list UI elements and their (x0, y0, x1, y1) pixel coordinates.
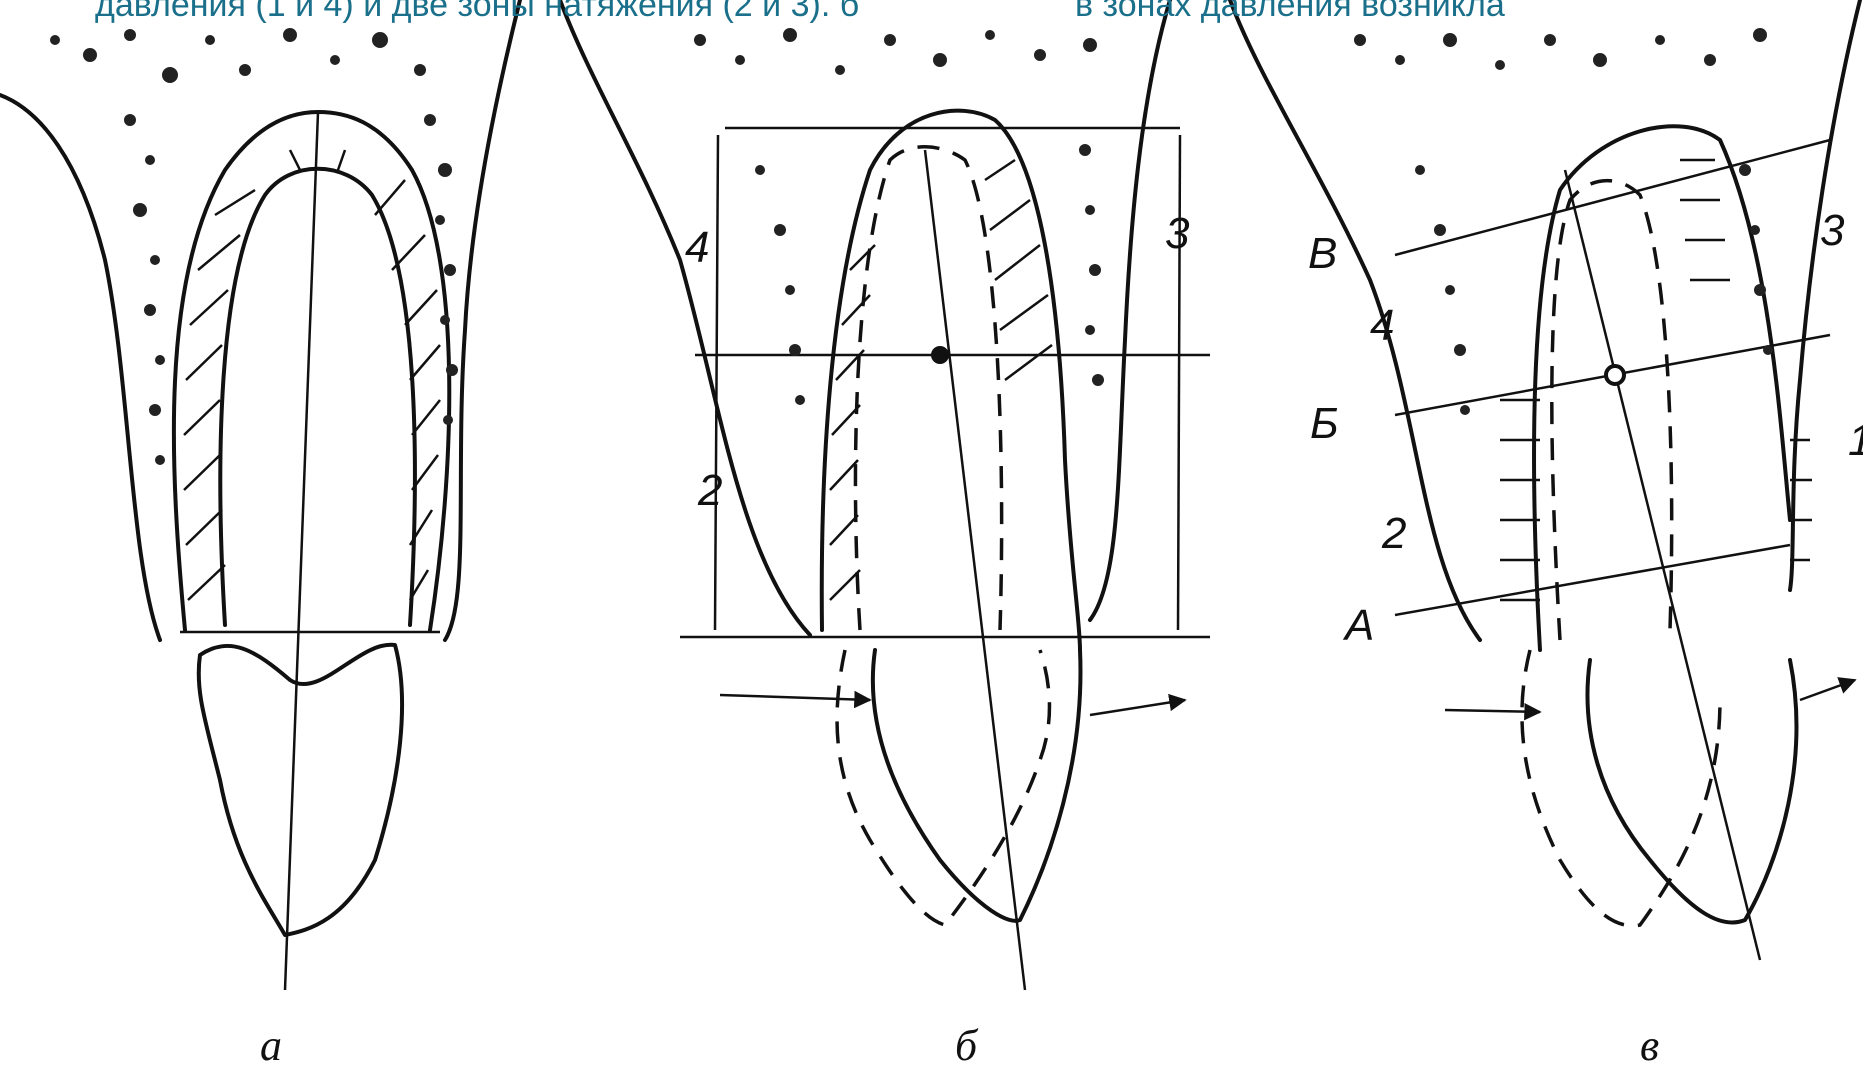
force-arrow-right-b (1090, 700, 1185, 715)
tooth-axis-a (285, 112, 318, 990)
socket-outline (174, 112, 449, 630)
panel-letter-v: в (1640, 1021, 1659, 1070)
rotation-center-b (931, 346, 949, 364)
periodontal-hatching-b (830, 160, 1052, 600)
line-v (1395, 140, 1830, 255)
crown-outline (199, 645, 402, 935)
line-a (1395, 545, 1790, 615)
panel-letter-a: а (260, 1021, 282, 1070)
zone-label-4-b: 4 (685, 223, 709, 272)
panel-b: 4 3 2 б (560, 0, 1210, 1070)
point-label-a: А (1342, 601, 1374, 650)
tooth-axis-v (1565, 170, 1760, 960)
displaced-crown-outline-v (1588, 660, 1797, 923)
zone-label-3-v: 3 (1820, 206, 1845, 255)
force-arrow-left-b (720, 695, 870, 700)
root-outline (220, 169, 415, 625)
bone-texture-a (50, 28, 458, 465)
alveolar-bone-left-wall-b (560, 0, 810, 635)
tooth-axis-b (925, 150, 1025, 990)
zone-label-4-v: 4 (1370, 301, 1394, 350)
rotation-center-v (1606, 366, 1624, 384)
zone-label-1-v: 1 (1848, 416, 1863, 465)
original-crown-outline (837, 650, 1049, 925)
panel-letter-b: б (955, 1021, 979, 1070)
alveolar-bone-right-wall (445, 0, 520, 640)
alveolar-bone-right-wall-b (1090, 0, 1170, 620)
original-root-outline (855, 147, 1001, 630)
panel-a: а (0, 0, 520, 1070)
point-label-b: Б (1310, 399, 1339, 448)
bone-texture-b (694, 28, 1104, 405)
zone-label-3-b: 3 (1165, 209, 1190, 258)
displaced-root-outline (822, 111, 1080, 650)
alveolar-bone-right-wall-v (1790, 0, 1860, 590)
force-arrow-right-v (1800, 680, 1855, 700)
alveolar-bone-left-wall (0, 95, 160, 640)
original-crown-outline-v (1522, 650, 1720, 926)
zone-label-2-b: 2 (697, 466, 722, 515)
caption-text-right: в зонах давления возникла (1075, 0, 1505, 25)
panel-v: В Б А 3 4 2 1 в (1230, 0, 1863, 1070)
caption-text-left: давления (1 и 4) и две зоны натяжения (2… (95, 0, 859, 25)
original-root-outline-v (1552, 181, 1672, 640)
alveolar-bone-left-wall-v (1230, 0, 1480, 640)
force-arrow-left-v (1445, 710, 1540, 712)
point-label-v: В (1308, 229, 1337, 278)
left-dimension-line (715, 135, 718, 630)
zone-label-2-v: 2 (1381, 509, 1406, 558)
